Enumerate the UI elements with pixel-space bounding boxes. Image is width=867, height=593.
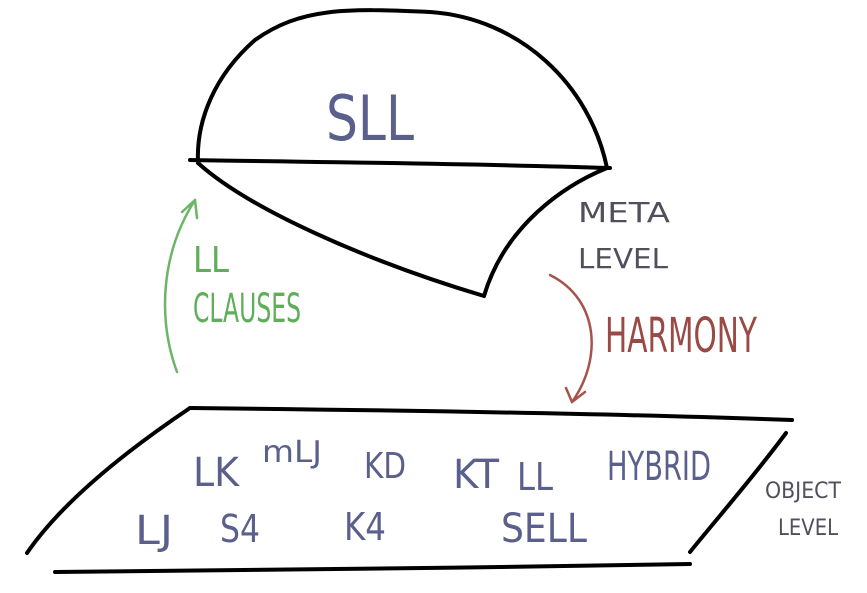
harmony-label: HARMONY [605, 308, 757, 364]
harmony-arrow-shaft [548, 273, 593, 404]
harmony-arrow: HARMONY [548, 273, 757, 404]
system-label-ll: LL [517, 455, 553, 499]
object-level-label-line2: LEVEL [778, 516, 839, 541]
system-label-kt: KT [453, 452, 500, 498]
system-label-sell: SELL [501, 506, 588, 552]
system-label-hybrid: HYBRID [607, 444, 711, 490]
meta-level-label-line2: LEVEL [578, 242, 668, 275]
system-label-lk: LK [193, 450, 241, 496]
meta-surface-outline [188, 8, 612, 298]
system-label-lj: LJ [135, 508, 173, 554]
ll-clauses-label-line2: CLAUSES [193, 286, 301, 332]
meta-surface-label: SLL [326, 82, 414, 155]
system-label-s4: S4 [220, 507, 260, 551]
system-label-mlj: mLJ [262, 435, 322, 470]
object-plane-right-edge [688, 431, 788, 554]
ll-clauses-arrow: LL CLAUSES [163, 198, 301, 374]
object-level-plane: OBJECT LEVEL LK mLJ KD KT LL HYBRID LJ S… [25, 406, 842, 574]
object-plane-left-edge [25, 406, 192, 555]
object-level-label-line1: OBJECT [765, 479, 842, 504]
ll-clauses-label-line1: LL [193, 240, 229, 281]
ll-clauses-arrowhead [180, 198, 199, 220]
meta-level-surface: SLL META LEVEL [188, 8, 670, 298]
harmony-arrowhead [564, 386, 587, 404]
system-label-kd: KD [364, 446, 406, 487]
system-label-k4: K4 [344, 505, 386, 549]
ll-clauses-arrow-shaft [163, 198, 197, 374]
meta-level-label-line1: META [578, 196, 670, 229]
object-plane-bottom-edge [53, 562, 692, 574]
object-plane-top-edge [188, 406, 794, 422]
